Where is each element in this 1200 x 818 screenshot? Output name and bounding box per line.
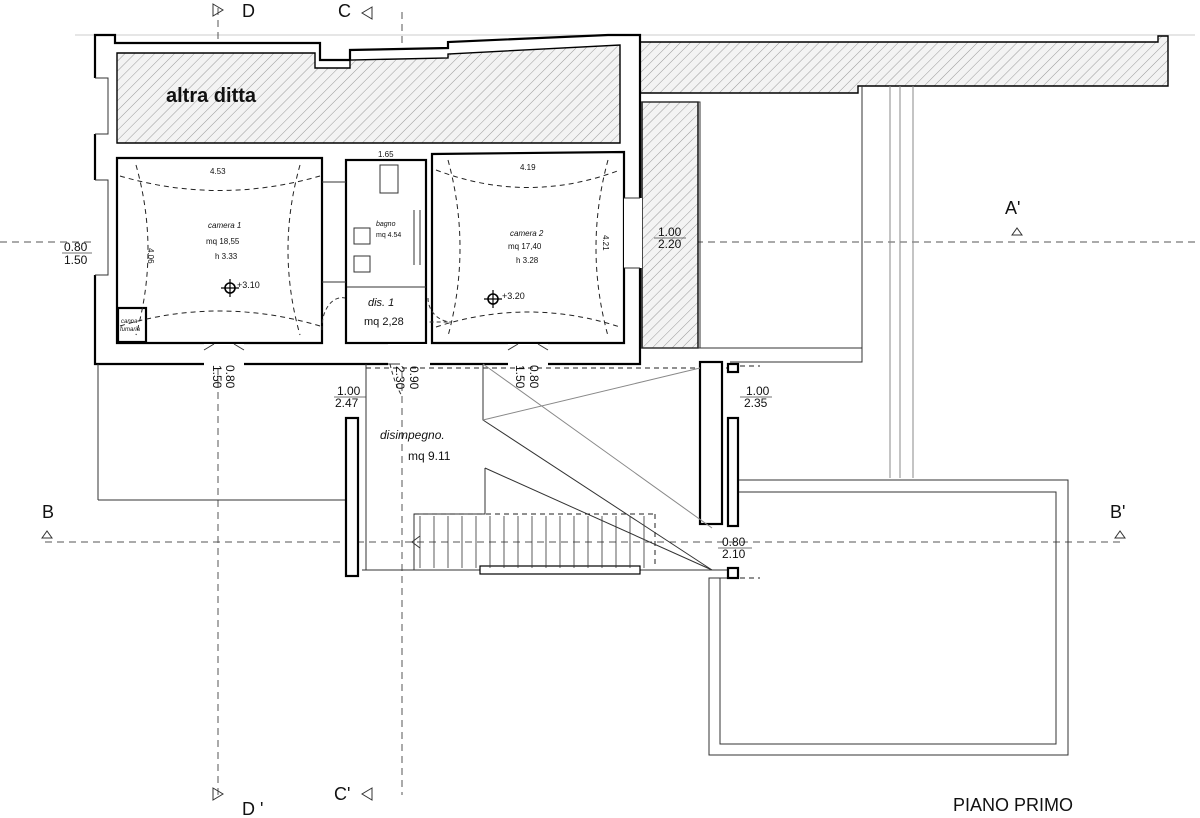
disimpegno-block: [97, 360, 760, 580]
canna-label-1: canna: [121, 319, 138, 325]
disimpegno-area: mq 9.11: [408, 449, 451, 463]
camera1-area: mq 18,55: [206, 237, 240, 246]
section-b-right: B': [1110, 502, 1125, 522]
camera2-width-dim: 4.19: [520, 163, 536, 172]
disimpegno-name: disimpegno.: [380, 428, 445, 442]
bagno-area: mq 4.54: [376, 232, 401, 239]
camera1-depth-dim: 4.06: [146, 248, 155, 264]
door-height: 2.30: [393, 366, 407, 390]
camera2-level: +3.20: [502, 291, 525, 301]
vault-lines: [119, 159, 621, 337]
camera2-depth-dim: 4.21: [601, 235, 610, 251]
stair-arrow: [411, 535, 421, 549]
neighbouring-building: [639, 35, 1169, 756]
camera1-level: +3.10: [237, 280, 260, 290]
camera1-width-dim: 4.53: [210, 167, 226, 176]
right-corridor-height: 2.35: [744, 396, 768, 410]
left-corridor-width: 1.00: [337, 384, 361, 398]
camera1-height: h 3.33: [215, 252, 238, 261]
door-width: 0.90: [407, 366, 421, 390]
right-opening-width: 1.00: [658, 225, 682, 239]
section-c-bottom: C': [334, 784, 350, 804]
left-window-width: 0.80: [64, 240, 88, 254]
stair-window-width: 0.80: [722, 535, 746, 549]
canna-label-2: fumaria: [120, 327, 141, 333]
dis1-area: mq 2,28: [364, 316, 404, 328]
camera1-name: camera 1: [208, 221, 241, 230]
c2-window-width: 0.80: [527, 365, 541, 389]
bagno-width-dim: 1.65: [378, 150, 394, 159]
camera2-name: camera 2: [510, 229, 544, 238]
door-swings: [321, 297, 453, 397]
c2-window-height: 1.50: [513, 365, 527, 389]
section-d-top: D: [242, 1, 255, 21]
c1-window-height: 1.50: [210, 365, 224, 389]
section-markers: [41, 3, 1126, 801]
left-corridor-height: 2.47: [335, 396, 359, 410]
section-b-left: B: [42, 502, 54, 522]
level-marker-icon: [221, 279, 239, 297]
plan-title: PIANO PRIMO: [953, 795, 1073, 815]
altra-ditta-label: altra ditta: [166, 85, 257, 107]
level-marker-icon: [484, 290, 502, 308]
camera2-area: mq 17,40: [508, 242, 542, 251]
left-window-height: 1.50: [64, 253, 88, 267]
camera2-height: h 3.28: [516, 256, 539, 265]
bagno-name: bagno: [376, 221, 396, 228]
section-a-right: A': [1005, 198, 1020, 218]
c1-window-width: 0.80: [223, 365, 237, 389]
dis1-name: dis. 1: [368, 297, 394, 309]
bathroom-fixtures: [347, 164, 426, 288]
right-corridor-width: 1.00: [746, 384, 770, 398]
main-building: [93, 33, 642, 366]
stair-window-height: 2.10: [722, 547, 746, 561]
section-d-bottom: D ': [242, 799, 263, 818]
section-c-top: C: [338, 1, 351, 21]
right-opening-height: 2.20: [658, 237, 682, 251]
stair-treads: [411, 516, 645, 568]
